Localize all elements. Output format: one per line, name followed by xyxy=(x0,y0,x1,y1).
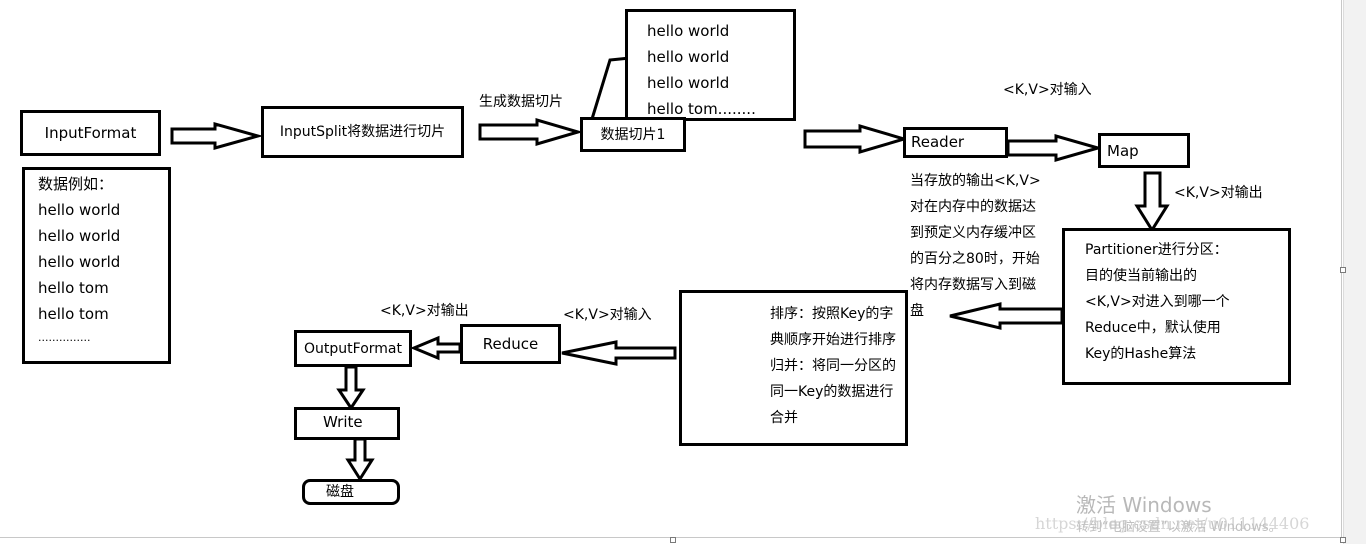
data-example-line: hello tom xyxy=(38,305,109,323)
write-box[interactable]: Write xyxy=(294,407,400,440)
sort-merge-line: 同一Key的数据进行 xyxy=(770,384,894,400)
input-split-box[interactable]: InputSplit将数据进行切片 xyxy=(261,106,464,158)
arrow-reduce-to-outputformat xyxy=(410,335,462,361)
reduce-box[interactable]: Reduce xyxy=(460,324,561,364)
partitioner-line: Reduce中，默认使用 xyxy=(1085,320,1221,336)
map-box[interactable]: Map xyxy=(1098,133,1190,168)
map-label: Map xyxy=(1107,142,1139,160)
split-content-line: hello world xyxy=(647,22,730,40)
data-example-line: 数据例如： xyxy=(38,175,114,193)
activate-windows-subtitle: 转到“电脑设置”以激活 Windows。 xyxy=(1076,520,1282,535)
arrow-sort-to-reduce xyxy=(561,340,677,366)
data-split-box[interactable]: 数据切片1 xyxy=(580,117,686,152)
sort-merge-line: 归并：将同一分区的 xyxy=(770,358,896,374)
arrow-outputformat-to-write xyxy=(336,365,366,411)
partitioner-box[interactable]: Partitioner进行分区： 目的使当前输出的 <K,V>对进入到哪一个 R… xyxy=(1062,228,1291,385)
spill-note-line: 将内存数据写入到磁 xyxy=(910,277,1036,293)
sort-merge-line: 合并 xyxy=(770,410,798,426)
data-example-line: hello world xyxy=(38,253,121,271)
data-split-label: 数据切片1 xyxy=(600,126,666,143)
resize-handle-bottom[interactable] xyxy=(670,537,676,543)
vertical-scrollbar[interactable] xyxy=(1343,0,1366,544)
kv-output-map-label: <K,V>对输出 xyxy=(1174,185,1263,201)
reader-label: Reader xyxy=(911,133,965,151)
write-label: Write xyxy=(323,413,363,431)
data-example-line: ............... xyxy=(38,331,91,344)
arrow-partitioner-to-sort xyxy=(949,302,1064,330)
arrow-split-to-reader xyxy=(803,123,910,155)
flow-arrows xyxy=(170,56,1170,482)
input-format-label: InputFormat xyxy=(44,124,137,142)
blog-url-watermark: https://blog.csdn.net/u011144406 xyxy=(1035,514,1310,533)
spill-note-line: 当存放的输出<K,V> xyxy=(910,173,1041,189)
output-format-label: OutputFormat xyxy=(304,340,402,357)
resize-handle-right[interactable] xyxy=(1340,267,1346,273)
kv-input-reduce-label: <K,V>对输入 xyxy=(563,307,652,323)
arrow-inputformat-to-inputsplit xyxy=(170,122,264,150)
generate-split-label: 生成数据切片 xyxy=(479,94,563,110)
sort-merge-box[interactable]: 排序：按照Key的字 典顺序开始进行排序 归并：将同一分区的 同一Key的数据进… xyxy=(679,290,908,446)
input-split-label: InputSplit将数据进行切片 xyxy=(279,124,446,140)
resize-handle-corner[interactable] xyxy=(1340,537,1346,543)
spill-note-line: 到预定义内存缓冲区 xyxy=(910,225,1036,241)
activate-windows-title: 激活 Windows xyxy=(1076,493,1212,517)
input-format-box[interactable]: InputFormat xyxy=(20,110,161,156)
split-connector-line xyxy=(590,56,631,120)
data-example-line: hello world xyxy=(38,227,121,245)
sort-merge-line: 排序：按照Key的字 xyxy=(770,306,894,322)
partitioner-line: <K,V>对进入到哪一个 xyxy=(1085,294,1230,310)
split-content-line: hello world xyxy=(647,74,730,92)
partitioner-line: Key的Hashe算法 xyxy=(1085,346,1197,362)
sort-merge-line: 典顺序开始进行排序 xyxy=(770,332,896,348)
partitioner-line: 目的使当前输出的 xyxy=(1085,268,1197,284)
arrow-reader-to-map xyxy=(1006,134,1104,162)
spill-note-line: 对在内存中的数据达 xyxy=(910,199,1036,215)
reduce-label: Reduce xyxy=(482,335,539,353)
kv-output-reduce-label: <K,V>对输出 xyxy=(380,303,469,319)
arrow-write-to-disk xyxy=(345,437,375,482)
arrow-inputsplit-to-split xyxy=(478,117,584,147)
data-example-box[interactable]: 数据例如： hello world hello world hello worl… xyxy=(22,167,171,364)
arrow-map-to-partitioner xyxy=(1134,171,1170,233)
disk-box[interactable]: 磁盘 xyxy=(302,479,400,505)
reader-box[interactable]: Reader xyxy=(903,127,1008,158)
output-format-box[interactable]: OutputFormat xyxy=(294,330,412,367)
kv-input-map-label: <K,V>对输入 xyxy=(1003,82,1092,98)
spill-note-line: 的百分之80时，开始 xyxy=(910,251,1040,267)
data-example-line: hello tom xyxy=(38,279,109,297)
split-content-line: hello tom........ xyxy=(647,100,756,118)
data-example-line: hello world xyxy=(38,201,121,219)
disk-label: 磁盘 xyxy=(326,484,354,500)
split-content-line: hello world xyxy=(647,48,730,66)
spill-note-line: 盘 xyxy=(910,303,924,319)
partitioner-line: Partitioner进行分区： xyxy=(1085,242,1228,258)
split-contents-box[interactable]: hello world hello world hello world hell… xyxy=(625,9,796,121)
spill-note: 当存放的输出<K,V> 对在内存中的数据达 到预定义内存缓冲区 的百分之80时，… xyxy=(910,168,1041,324)
